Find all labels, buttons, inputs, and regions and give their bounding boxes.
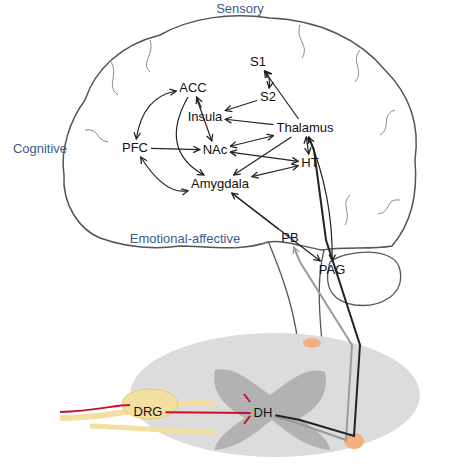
node-label: S2 bbox=[260, 90, 276, 104]
region-node: PFC bbox=[121, 141, 149, 155]
pathway-arrow bbox=[225, 119, 273, 124]
pathway-arrow bbox=[232, 193, 321, 261]
region-node: ACC bbox=[178, 81, 207, 95]
region-node: HT bbox=[300, 156, 319, 170]
pathway-arrow bbox=[176, 97, 204, 175]
node-label: S1 bbox=[250, 55, 266, 69]
node-label: PB bbox=[281, 231, 298, 245]
ganglion-shape bbox=[122, 389, 178, 419]
node-label: Amygdala bbox=[191, 177, 249, 191]
pathway-arrow bbox=[265, 71, 269, 88]
brainstem bbox=[266, 236, 324, 342]
region-label: Cognitive bbox=[13, 141, 67, 156]
region-node: NAc bbox=[202, 143, 229, 157]
node-label: PFC bbox=[122, 141, 148, 155]
tract-spot bbox=[344, 433, 364, 449]
region-node: PAG bbox=[318, 263, 347, 277]
pathway-arrow bbox=[230, 136, 273, 147]
node-label: Thalamus bbox=[276, 121, 333, 135]
region-node: S1 bbox=[249, 55, 267, 69]
region-node: Amygdala bbox=[190, 177, 250, 191]
pathway-arrow bbox=[252, 166, 298, 177]
grey-matter bbox=[214, 369, 330, 450]
region-node: DH bbox=[253, 406, 274, 420]
node-label: Insula bbox=[188, 110, 223, 124]
pathway-arrow bbox=[230, 152, 298, 161]
ventral-root bbox=[90, 426, 215, 432]
region-node: PB bbox=[280, 231, 299, 245]
pathway-arrow bbox=[151, 148, 200, 149]
brain-outline bbox=[63, 16, 416, 250]
pathway-arrow bbox=[165, 411, 250, 414]
pathway-arrow bbox=[275, 137, 360, 436]
node-label: PAG bbox=[319, 263, 346, 277]
pathway-arrow bbox=[225, 100, 257, 110]
region-label: Emotional-affective bbox=[130, 231, 240, 246]
node-label: ACC bbox=[179, 81, 206, 95]
region-node: S2 bbox=[259, 90, 277, 104]
cerebellum bbox=[328, 252, 401, 305]
pathway-arrow bbox=[275, 247, 352, 440]
spinal-cord bbox=[130, 333, 420, 457]
pathway-arrow bbox=[306, 137, 308, 154]
pathway-arrow bbox=[136, 91, 176, 139]
node-label: DH bbox=[254, 406, 273, 420]
pathway-arrow bbox=[141, 157, 188, 191]
node-label: NAc bbox=[203, 143, 228, 157]
gyri-lines bbox=[85, 25, 400, 225]
node-label: HT bbox=[301, 156, 318, 170]
synapse-terminal bbox=[244, 394, 250, 424]
region-node: DRG bbox=[133, 405, 164, 419]
dorsal-root bbox=[175, 403, 215, 405]
region-node: Insula bbox=[187, 110, 224, 124]
region-label: Sensory bbox=[216, 1, 264, 16]
region-node: Thalamus bbox=[275, 121, 334, 135]
pathway-arrow bbox=[197, 97, 202, 108]
tract-spot bbox=[303, 338, 321, 348]
pathway-arrow bbox=[234, 137, 292, 175]
afferent-fiber bbox=[60, 405, 130, 412]
pathway-arrow bbox=[232, 193, 279, 229]
node-label: DRG bbox=[134, 405, 163, 419]
